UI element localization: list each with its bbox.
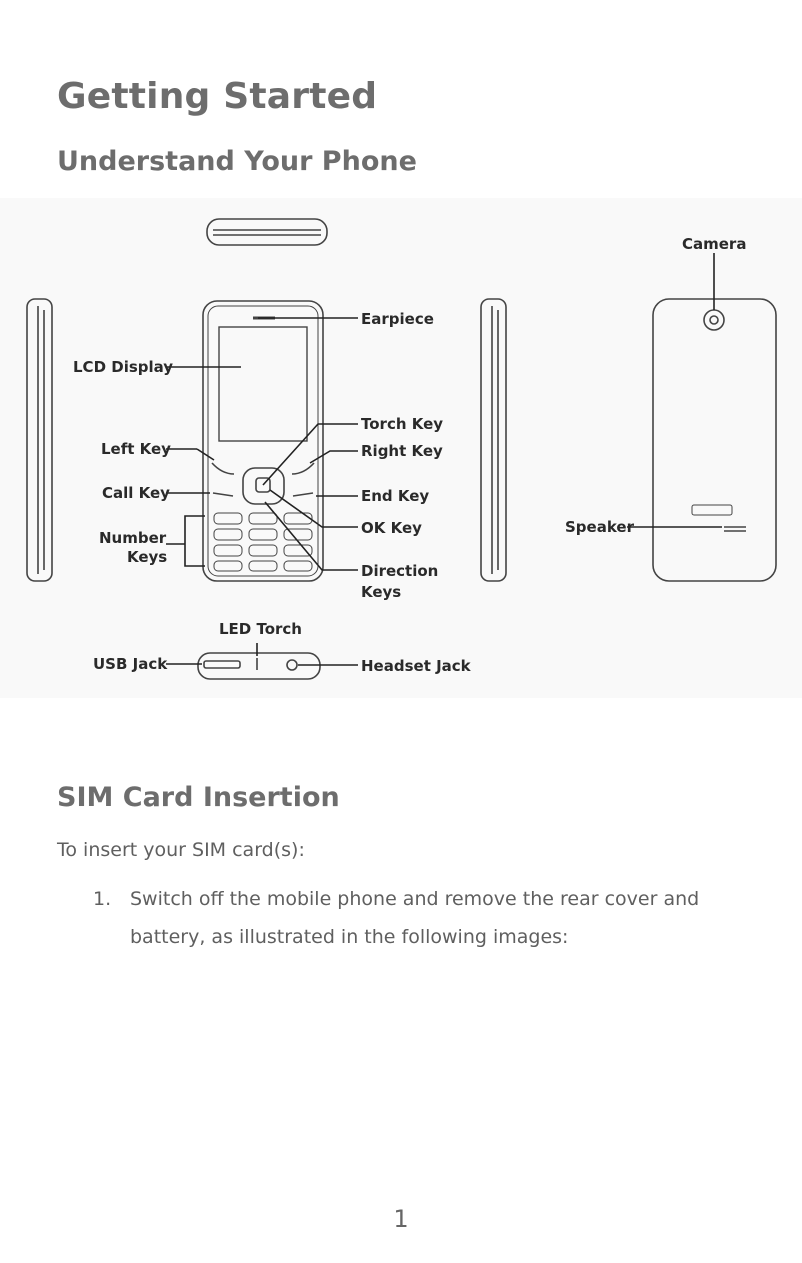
page-subtitle: Understand Your Phone [57, 146, 417, 177]
label-torch-key: Torch Key [361, 415, 443, 433]
label-direction-keys-line2: Keys [361, 583, 401, 601]
label-lcd-display: LCD Display [73, 358, 173, 376]
phone-diagram: Camera Earpiece LCD Display Torch Key Le… [0, 198, 802, 698]
phone-diagram-svg: Camera Earpiece LCD Display Torch Key Le… [26, 218, 777, 680]
phone-left-side-view [26, 298, 53, 582]
label-end-key: End Key [361, 487, 429, 505]
phone-right-side-view [480, 298, 507, 582]
phone-top-view [206, 218, 328, 246]
step-item: 1. Switch off the mobile phone and remov… [93, 880, 743, 956]
page-title: Getting Started [57, 76, 378, 117]
phone-bottom-view [197, 652, 321, 680]
step-number: 1. [93, 888, 112, 910]
label-direction-keys-line1: Direction [361, 562, 438, 580]
section-heading: SIM Card Insertion [57, 782, 340, 813]
label-call-key: Call Key [102, 484, 170, 502]
phone-back-view [652, 298, 777, 582]
label-headset-jack: Headset Jack [361, 657, 472, 675]
phone-front-view [202, 300, 324, 582]
label-led-torch: LED Torch [219, 620, 302, 638]
label-right-key: Right Key [361, 442, 443, 460]
label-earpiece: Earpiece [361, 310, 434, 328]
step-text: Switch off the mobile phone and remove t… [130, 888, 700, 948]
label-speaker: Speaker [565, 518, 635, 536]
label-ok-key: OK Key [361, 519, 422, 537]
page-number: 1 [393, 1205, 409, 1233]
intro-text: To insert your SIM card(s): [57, 839, 305, 861]
label-number-keys-line1: Number [99, 529, 167, 547]
label-left-key: Left Key [101, 440, 171, 458]
label-camera: Camera [682, 235, 746, 253]
label-number-keys-line2: Keys [127, 548, 167, 566]
label-usb-jack: USB Jack [93, 655, 168, 673]
